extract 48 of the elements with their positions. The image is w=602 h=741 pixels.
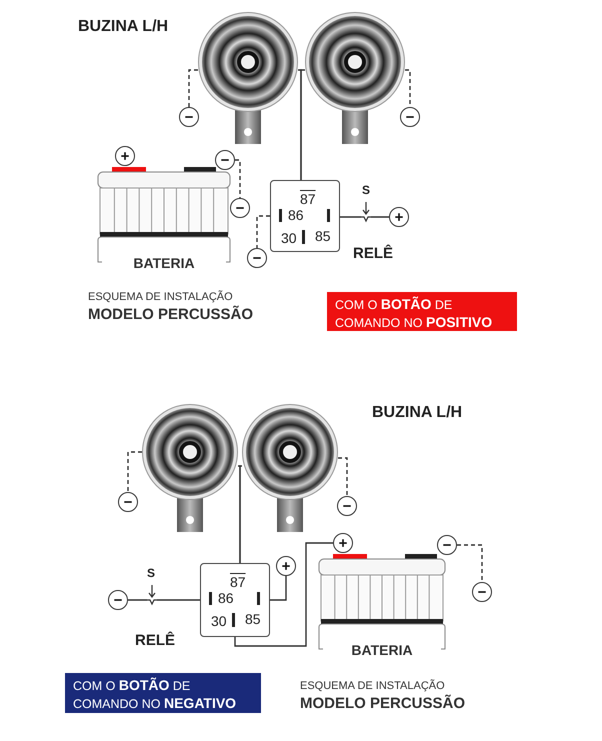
ground-wire (457, 544, 483, 582)
ground-wire (235, 159, 241, 198)
pin-number: 85 (245, 612, 261, 626)
pin-number: 87 (300, 192, 316, 206)
pin-number: 85 (315, 229, 331, 243)
ground-wire (338, 457, 348, 496)
pin-number: 86 (288, 208, 304, 222)
wire (340, 216, 389, 218)
terminal-symbol: − (215, 150, 235, 170)
terminal-symbol: − (437, 535, 457, 555)
switch-label: S (147, 567, 156, 579)
terminal-symbol: − (108, 590, 128, 610)
note-banner: COM O BOTÃO DE COMANDO NO POSITIVO (327, 292, 517, 331)
terminal-symbol: − (337, 496, 357, 516)
terminal-symbol: − (247, 248, 267, 268)
terminal-symbol: + (333, 533, 353, 553)
terminal-symbol: + (389, 207, 409, 227)
pin-number: 86 (218, 591, 234, 605)
terminal-symbol: − (472, 582, 492, 602)
relay-box (200, 563, 270, 637)
wire (300, 69, 305, 180)
wire (270, 576, 287, 601)
switch-label: S (362, 184, 370, 196)
ground-wire (256, 215, 270, 248)
wire (128, 599, 200, 601)
relay-box (270, 180, 340, 252)
note-banner: COM O BOTÃO DE COMANDO NO NEGATIVO (65, 673, 261, 713)
terminal-symbol: − (400, 107, 420, 127)
heading-text: MODELO PERCUSSÃO (88, 307, 254, 322)
terminal-symbol: − (179, 107, 199, 127)
terminal-symbol: − (230, 198, 250, 218)
heading-text: MODELO PERCUSSÃO (300, 696, 466, 711)
pin-number: 30 (211, 614, 227, 628)
ground-wire (405, 69, 411, 107)
caption-text: ESQUEMA DE INSTALAÇÃO (88, 292, 233, 303)
terminal-symbol: + (276, 556, 296, 576)
relay-label: RELÊ (135, 633, 176, 648)
heading-text: BUZINA L/H (78, 19, 168, 35)
wire (234, 542, 333, 647)
pin-number: 30 (281, 231, 297, 245)
heading-text: BUZINA L/H (372, 405, 462, 421)
ground-wire (127, 451, 142, 492)
pin-number: 87 (230, 575, 246, 589)
terminal-symbol: − (118, 492, 138, 512)
ground-wire (188, 69, 198, 107)
relay-label: RELÊ (353, 246, 394, 261)
caption-text: ESQUEMA DE INSTALAÇÃO (300, 681, 445, 692)
terminal-symbol: + (115, 146, 135, 166)
